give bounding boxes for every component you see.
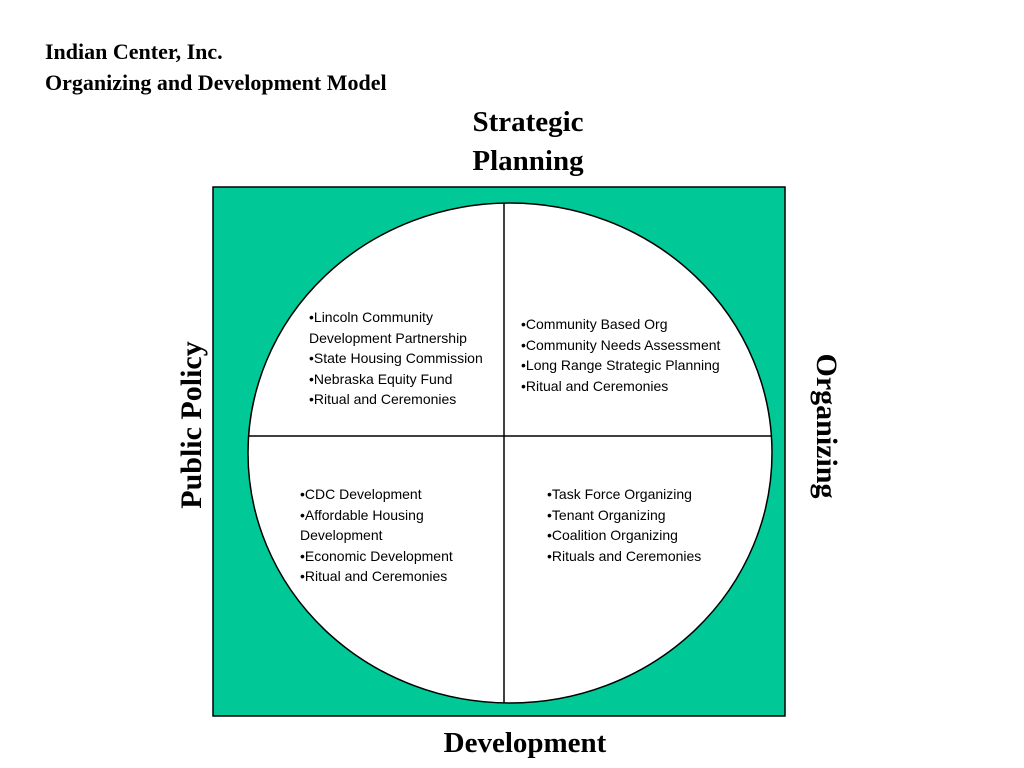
- list-item: Development Partnership: [309, 329, 467, 346]
- quadrant-organizing-planning: •Community Based Org •Community Needs As…: [521, 314, 720, 396]
- list-item: •Long Range Strategic Planning: [521, 357, 720, 373]
- list-item: •Ritual and Ceremonies: [521, 377, 669, 394]
- quadrant-organizing-development: •Task Force Organizing •Tenant Organizin…: [547, 484, 701, 566]
- list-item: •Task Force Organizing: [547, 486, 692, 502]
- axis-label-top-line-1: Strategic: [472, 106, 584, 138]
- list-item: •Economic Development: [300, 547, 453, 564]
- white-circle: [247, 202, 773, 704]
- list-item: •Community Based Org: [521, 316, 668, 332]
- list-item: •Lincoln Community: [309, 309, 433, 325]
- axis-label-bottom: Development: [443, 727, 607, 759]
- list-item: •CDC Development: [300, 486, 422, 502]
- list-item: •Community Needs Assessment: [521, 336, 721, 353]
- list-item: •Ritual and Ceremonies: [309, 391, 457, 407]
- list-item: •Rituals and Ceremonies: [547, 547, 702, 564]
- list-item: •State Housing Commission: [309, 350, 483, 366]
- axis-label-top: Strategic Planning: [428, 103, 628, 181]
- quadrant-public-policy-development: •CDC Development •Affordable Housing Dev…: [300, 484, 453, 587]
- slide-title: Indian Center, Inc. Organizing and Devel…: [45, 36, 387, 98]
- axis-label-left: Public Policy: [175, 341, 208, 509]
- list-item: •Nebraska Equity Fund: [309, 370, 453, 387]
- axis-label-top-line-2: Planning: [472, 145, 584, 177]
- title-line-1: Indian Center, Inc.: [45, 39, 223, 64]
- list-item: •Ritual and Ceremonies: [300, 568, 448, 584]
- list-item: •Affordable Housing: [300, 506, 424, 523]
- list-item: •Coalition Organizing: [547, 527, 678, 543]
- axis-label-right: Organizing: [810, 353, 843, 499]
- quadrant-public-policy-planning: •Lincoln Community Development Partnersh…: [309, 307, 483, 410]
- list-item: •Tenant Organizing: [547, 506, 666, 523]
- title-line-2: Organizing and Development Model: [45, 70, 387, 95]
- list-item: Development: [300, 527, 383, 543]
